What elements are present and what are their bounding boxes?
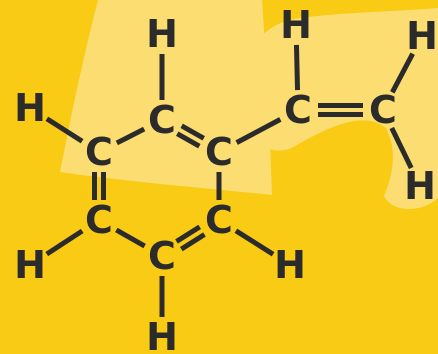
bond-c3-c7	[235, 117, 282, 145]
bond-c2-c3-line-2	[176, 131, 201, 149]
bond-c1-c2	[115, 126, 146, 146]
atom-h5: H	[274, 243, 306, 287]
bond-layer	[45, 44, 415, 317]
atom-c2: C	[148, 98, 176, 142]
bond-c5-c6	[115, 227, 146, 249]
atom-h6: H	[280, 3, 312, 47]
bond-c8-h7	[390, 52, 415, 94]
bond-c8-h8	[389, 126, 414, 170]
atom-h8: H	[404, 164, 436, 208]
atom-c3: C	[205, 130, 233, 174]
highlight-blob-left	[60, 0, 272, 195]
atom-h1: H	[146, 12, 178, 56]
atom-layer: C C C C C C C C H H H H H H H H	[14, 3, 438, 354]
atom-h3: H	[14, 243, 46, 287]
atom-h2: H	[14, 86, 46, 130]
bond-c4-c5-line-2	[175, 224, 202, 244]
atom-c5: C	[148, 234, 176, 278]
atom-h4: H	[146, 315, 178, 354]
atom-c1: C	[85, 130, 113, 174]
bond-c1-h2	[45, 116, 84, 144]
atom-c6: C	[85, 198, 113, 242]
bond-c4-c5-line-1	[179, 232, 206, 252]
atom-c4: C	[205, 198, 233, 242]
bond-c6-h3	[45, 228, 84, 257]
atom-c8: C	[369, 88, 397, 132]
atom-h7: H	[406, 14, 438, 58]
bond-c2-c3-line-1	[180, 123, 205, 141]
bond-c7-h6	[293, 44, 301, 91]
atom-c7: C	[284, 88, 312, 132]
bond-c4-h5	[234, 228, 275, 257]
